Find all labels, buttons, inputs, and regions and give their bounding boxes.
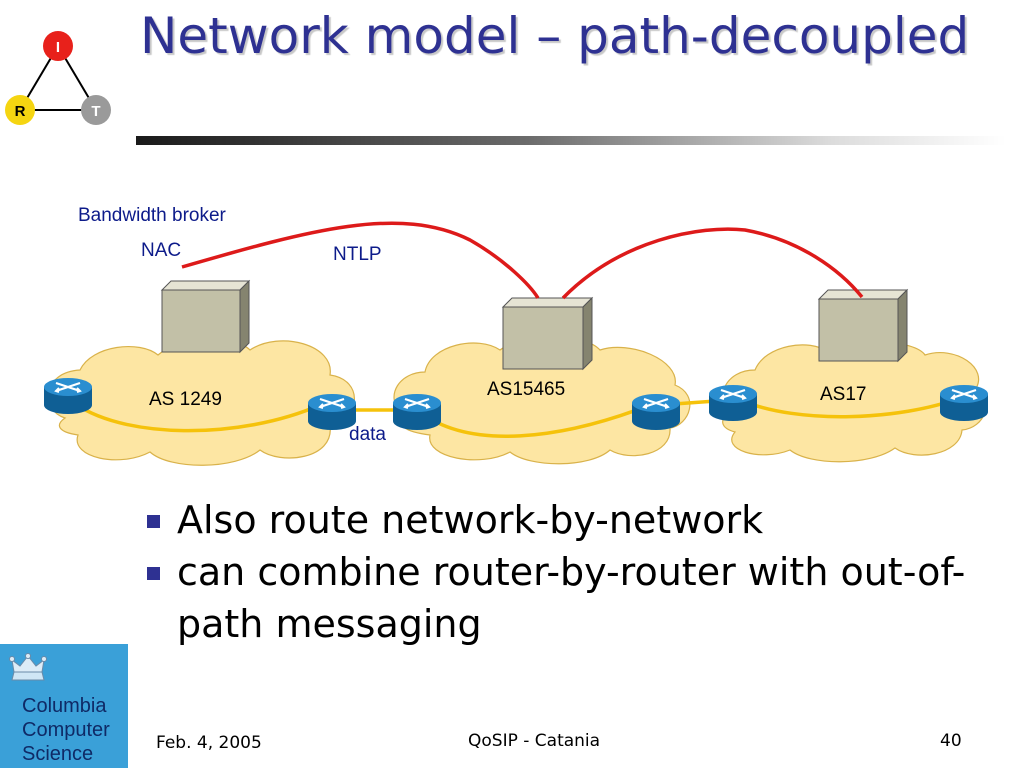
bandwidth-broker-box-as17 [817, 288, 909, 363]
columbia-logo: Columbia Computer Science [0, 644, 128, 768]
logo-line-1: Columbia [22, 695, 107, 717]
domain-label-as15465: AS15465 [487, 379, 565, 400]
logo-node-t-label: T [91, 103, 100, 120]
nac-label: NAC [141, 240, 181, 261]
crown-icon [9, 653, 47, 681]
logo-node-i-label: I [56, 39, 60, 56]
bullet-list: Also route network-by-network can combin… [145, 494, 995, 650]
bullet-item: can combine router-by-router with out-of… [145, 546, 995, 650]
bandwidth-broker-box-as1249 [160, 279, 251, 354]
iRt-triangle-logo: I R T [5, 31, 111, 125]
bullet-square-icon [147, 567, 160, 580]
logo-line-3: Science [22, 743, 94, 765]
bullet-text: Also route network-by-network [177, 498, 764, 542]
slide-title: Network model – path-decoupled [140, 7, 970, 65]
footer-date: Feb. 4, 2005 [156, 733, 262, 753]
router-as17-east [938, 383, 990, 423]
title-underline [136, 136, 1006, 145]
cloud-as1249 [47, 338, 355, 466]
logo-node-t [81, 95, 111, 125]
router-as17-west [707, 383, 759, 423]
domain-label-as1249: AS 1249 [149, 389, 222, 410]
bandwidth-broker-label: Bandwidth broker [78, 205, 227, 226]
router-as15465-east [630, 392, 682, 432]
bullet-square-icon [147, 515, 160, 528]
ntlp-signaling-path [181, 221, 864, 300]
ntlp-label: NTLP [333, 244, 382, 265]
bullet-text: can combine router-by-router with out-of… [177, 550, 966, 646]
footer-title: QoSIP - Catania [468, 731, 601, 751]
logo-node-r [5, 95, 35, 125]
logo-node-r-label: R [15, 103, 26, 120]
logo-node-i [43, 31, 73, 61]
router-as1249-west [42, 376, 94, 416]
logo-line-2: Computer [22, 719, 110, 741]
page-number: 40 [940, 731, 962, 751]
bullet-item: Also route network-by-network [145, 494, 995, 546]
router-as15465-west [391, 392, 443, 432]
bandwidth-broker-box-as15465 [501, 296, 594, 371]
domain-label-as17: AS17 [820, 384, 866, 405]
data-label: data [349, 424, 386, 445]
